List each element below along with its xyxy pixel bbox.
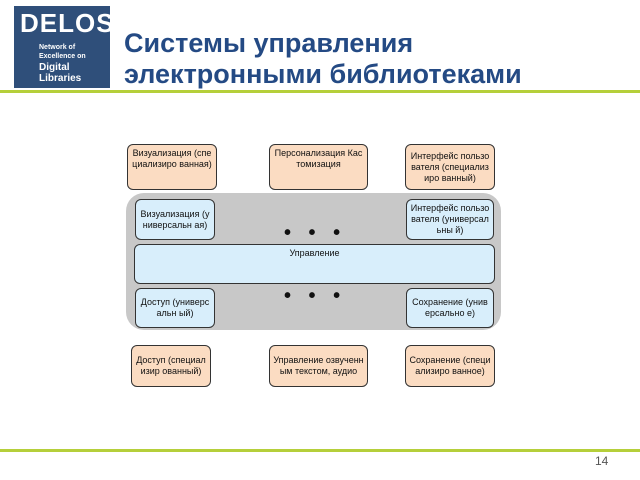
title-line-1: Системы управления [124, 28, 414, 58]
box-visualization-specialized: Визуализация (специализиро ванная) [127, 144, 217, 190]
page-number: 14 [595, 454, 609, 468]
box-audio-text-management: Управление озвученным текстом, аудио [269, 345, 368, 387]
bottom-accent-rule [0, 449, 640, 452]
logo-wordmark: DELOS [20, 8, 115, 38]
slide-title: Системы управления электронными библиоте… [124, 28, 522, 90]
box-visualization-universal: Визуализация (универсальн ая) [135, 199, 215, 240]
box-management: Управление [134, 244, 495, 284]
logo-line-digital: Digital [39, 62, 70, 73]
box-ui-specialized: Интерфейс пользователя (специализиро ван… [405, 144, 495, 190]
box-ui-universal: Интерфейс пользователя (универсальны й) [406, 199, 494, 240]
logo-line-excellence: Excellence on [39, 53, 86, 60]
delos-logo: DELOS Network of Excellence on Digital L… [14, 6, 114, 88]
box-storage-specialized: Сохранение (специализиро ванное) [405, 345, 495, 387]
box-storage-universal: Сохранение (универсально е) [406, 288, 494, 328]
logo-line-network: Network of [39, 44, 76, 51]
box-access-specialized: Доступ (специализир ованный) [131, 345, 211, 387]
top-accent-rule [0, 90, 640, 93]
logo-line-libraries: Libraries [39, 73, 82, 84]
upper-ellipsis: • • • [284, 222, 347, 244]
box-personalization: Персонализация Кастомизация [269, 144, 368, 190]
box-access-universal: Доступ (универсальн ый) [135, 288, 215, 328]
lower-ellipsis: • • • [284, 285, 347, 307]
title-line-2: электронными библиотеками [124, 59, 522, 89]
